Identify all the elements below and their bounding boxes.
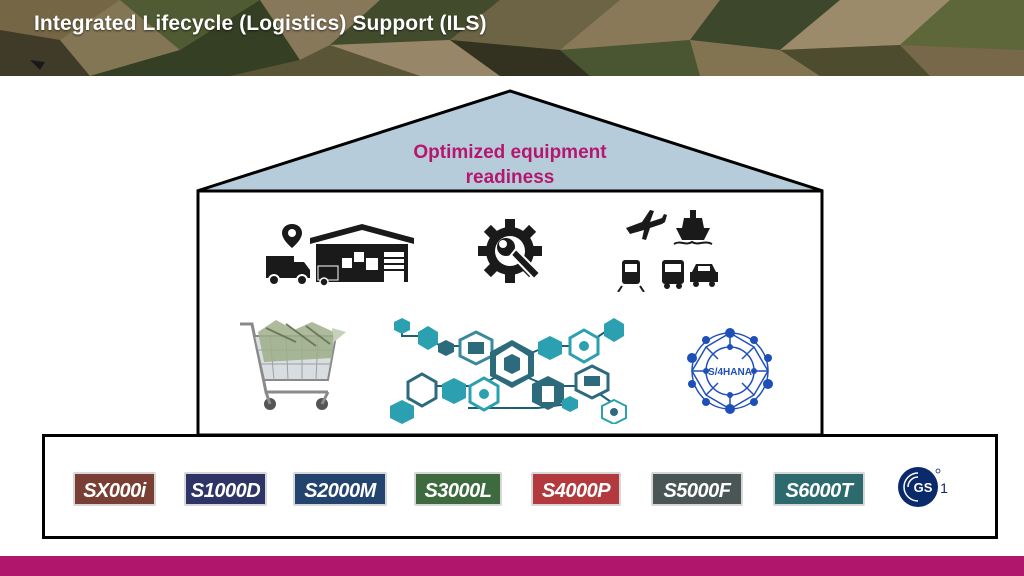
gear-wrench-icon [478, 219, 542, 283]
spec-badge-s6000t[interactable]: S6000T [773, 472, 865, 506]
camo-background [0, 0, 1024, 76]
shopping-cart-icon [240, 320, 346, 410]
bottom-accent-bar [0, 556, 1024, 576]
spec-badge-sx000i[interactable]: SX000i [73, 472, 156, 506]
gs1-label: GS [914, 480, 933, 495]
spec-badge-s5000f[interactable]: S5000F [651, 472, 743, 506]
gs1-logo: GS 1 [898, 467, 948, 507]
process-network-icon [390, 318, 627, 424]
s4hana-label: S/4HANA [708, 367, 752, 378]
spec-badge-s3000l[interactable]: S3000L [414, 472, 502, 506]
warehouse-logistics-icon [266, 224, 414, 286]
header-banner: Integrated Lifecycle (Logistics) Support… [0, 0, 1024, 76]
roof-text: Optimized equipment readiness [413, 142, 607, 188]
spec-badge-s2000m[interactable]: S2000M [293, 472, 387, 506]
s4hana-network-icon: S/4HANA [687, 328, 773, 414]
transport-modes-icon [617, 210, 718, 292]
gs1-number: 1 [940, 480, 948, 496]
house-diagram [196, 89, 824, 437]
spec-badge-s1000d[interactable]: S1000D [184, 472, 267, 506]
page-title: Integrated Lifecycle (Logistics) Support… [34, 12, 487, 35]
spec-badge-s4000p[interactable]: S4000P [531, 472, 621, 506]
